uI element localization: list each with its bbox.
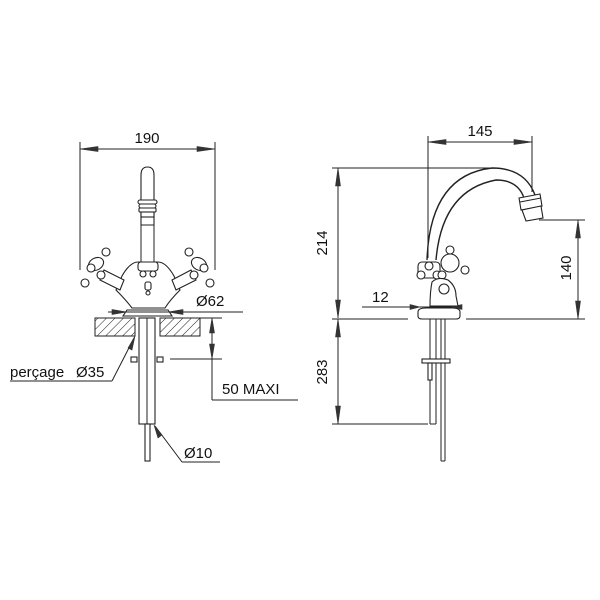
front-spout xyxy=(137,166,158,262)
dim-outlet-140: 140 xyxy=(539,219,585,320)
side-view: 145 214 283 140 xyxy=(314,123,585,462)
dim-width-190: 190 xyxy=(79,130,216,270)
countertop-section xyxy=(94,317,201,337)
side-body xyxy=(416,245,470,320)
drilling-diameter-label: Ø35 xyxy=(76,364,104,381)
side-spout xyxy=(426,167,544,261)
dim-base-diameter-62: Ø62 xyxy=(108,293,243,315)
dim-drilling-35: perçage Ø35 xyxy=(10,335,136,382)
dim-offset-12: 12 xyxy=(362,289,463,310)
left-cross-handle-icon xyxy=(80,247,125,291)
outlet-140-label: 140 xyxy=(558,255,575,280)
right-cross-handle-icon xyxy=(171,247,215,291)
width-190-label: 190 xyxy=(134,130,159,147)
base-diameter-label: Ø62 xyxy=(196,293,224,310)
under-deck-283-label: 283 xyxy=(314,359,331,384)
dim-height-214: 214 xyxy=(314,167,496,319)
dim-under-deck-283: 283 xyxy=(314,318,428,425)
front-view: 190 xyxy=(10,130,298,463)
pipe-diameter-label: Ø10 xyxy=(184,445,212,462)
reach-145-label: 145 xyxy=(467,123,492,140)
side-fixing-assembly xyxy=(421,319,451,462)
offset-12-label: 12 xyxy=(372,289,389,306)
height-214-label: 214 xyxy=(314,230,331,255)
deck-50-maxi-label: 50 MAXI xyxy=(222,381,280,398)
dim-reach-145: 145 xyxy=(427,123,533,258)
dim-pipe-10: Ø10 xyxy=(153,424,220,463)
drilling-label: perçage xyxy=(10,364,64,381)
dim-deck-50-maxi: 50 MAXI xyxy=(170,317,298,401)
front-fixing-assembly xyxy=(130,317,164,462)
front-body xyxy=(80,247,215,317)
